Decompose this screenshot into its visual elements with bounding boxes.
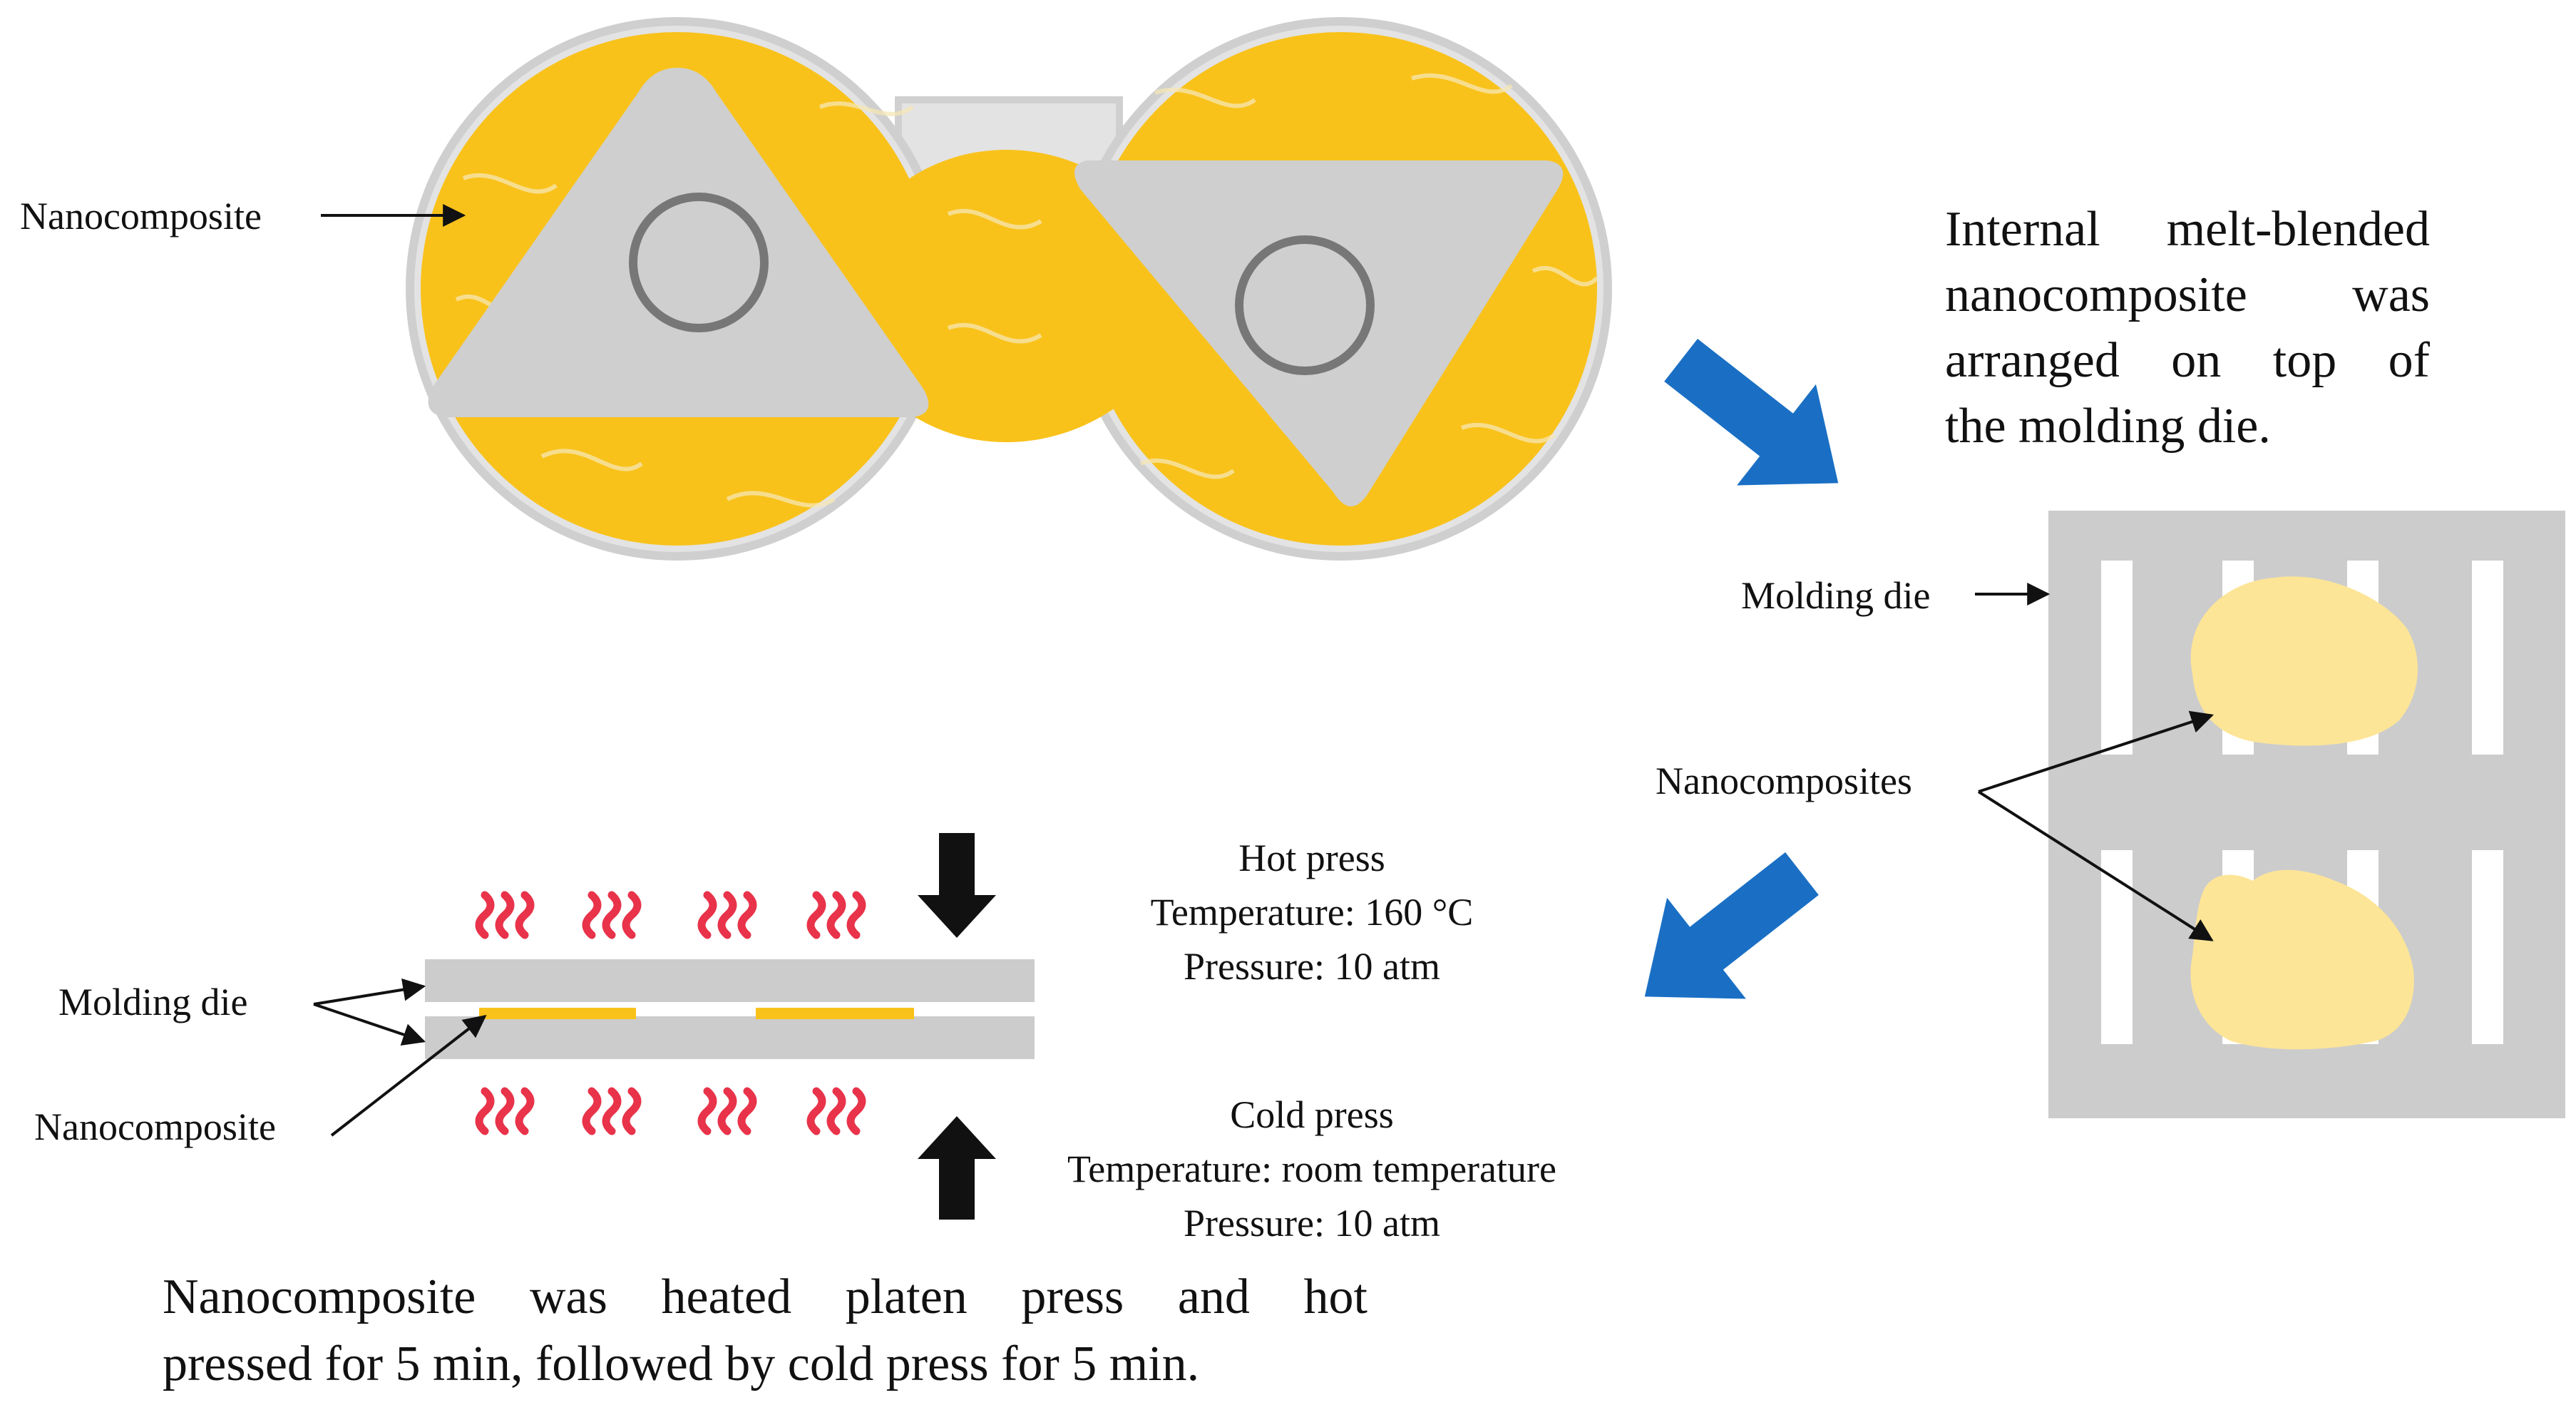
- cold-press-block: Cold press Temperature: room temperature…: [1012, 1088, 1611, 1250]
- process-arrow-down-left: [1644, 852, 1819, 999]
- nanocomposites-label: Nanocomposites: [1656, 760, 1912, 802]
- nanocomposite-strip-left: [479, 1008, 636, 1019]
- molding-die-top-view: [1975, 511, 2565, 1118]
- nanocomposite-blob-upper: [2190, 576, 2418, 746]
- heat-icon-row-top: [475, 891, 866, 939]
- hot-press-block: Hot press Temperature: 160 °C Pressure: …: [1112, 831, 1512, 993]
- step1-line: Internal melt-blended: [1945, 202, 2430, 257]
- nano-label-arrow-upper: [1978, 710, 2215, 793]
- step2-line: Nanocomposite was heated platen press an…: [163, 1269, 1367, 1324]
- heat-icon-row-bottom: [475, 1087, 866, 1135]
- process-arrow-down-right: [1664, 339, 1839, 486]
- press-up-arrow-icon: [918, 1116, 996, 1220]
- press-nanocomposite-label: Nanocomposite: [34, 1105, 276, 1148]
- step1-line: arranged on top of: [1945, 333, 2430, 388]
- press-down-arrow-icon: [918, 833, 996, 938]
- step1-line: nanocomposite was: [1945, 267, 2430, 322]
- die-label-arrow-lower: [313, 1003, 426, 1046]
- upper-die-plate: [425, 959, 1035, 1002]
- right-rotor: [1074, 160, 1564, 506]
- left-rotor: [428, 68, 929, 417]
- nanocomposite-strip-right: [756, 1008, 914, 1019]
- lower-die-plate: [425, 1016, 1035, 1059]
- press-molding-die-label: Molding die: [58, 981, 248, 1023]
- nanocomposite-texture: [455, 73, 1599, 508]
- right-rotor-shaft: [1235, 235, 1375, 375]
- molding-die-label: Molding die: [1741, 574, 1931, 617]
- cold-press-temperature: Temperature: room temperature: [1067, 1148, 1556, 1190]
- cold-press-title: Cold press: [1230, 1093, 1394, 1136]
- left-rotor-shaft: [629, 193, 769, 332]
- cold-press-pressure: Pressure: 10 atm: [1184, 1202, 1440, 1245]
- hot-press-pressure: Pressure: 10 atm: [1184, 945, 1440, 988]
- hot-press-title: Hot press: [1238, 837, 1385, 879]
- mixer-nanocomposite-label: Nanocomposite: [20, 195, 262, 237]
- nano-label-arrow-press: [330, 1015, 487, 1137]
- step2-description: Nanocomposite was heated platen press an…: [163, 1264, 1367, 1398]
- press-side-view: [313, 833, 1035, 1220]
- step2-line: pressed for 5 min, followed by cold pres…: [163, 1337, 1200, 1391]
- die-label-arrow-upper: [313, 978, 426, 1006]
- step1-line: the molding die.: [1945, 399, 2271, 454]
- nano-label-arrow-lower: [1977, 790, 2214, 941]
- nanocomposite-blob-lower: [2190, 869, 2414, 1050]
- hot-press-temperature: Temperature: 160 °C: [1150, 891, 1474, 934]
- internal-mixer: [321, 17, 1612, 561]
- step1-description: Internal melt-blended nanocomposite was …: [1945, 197, 2430, 459]
